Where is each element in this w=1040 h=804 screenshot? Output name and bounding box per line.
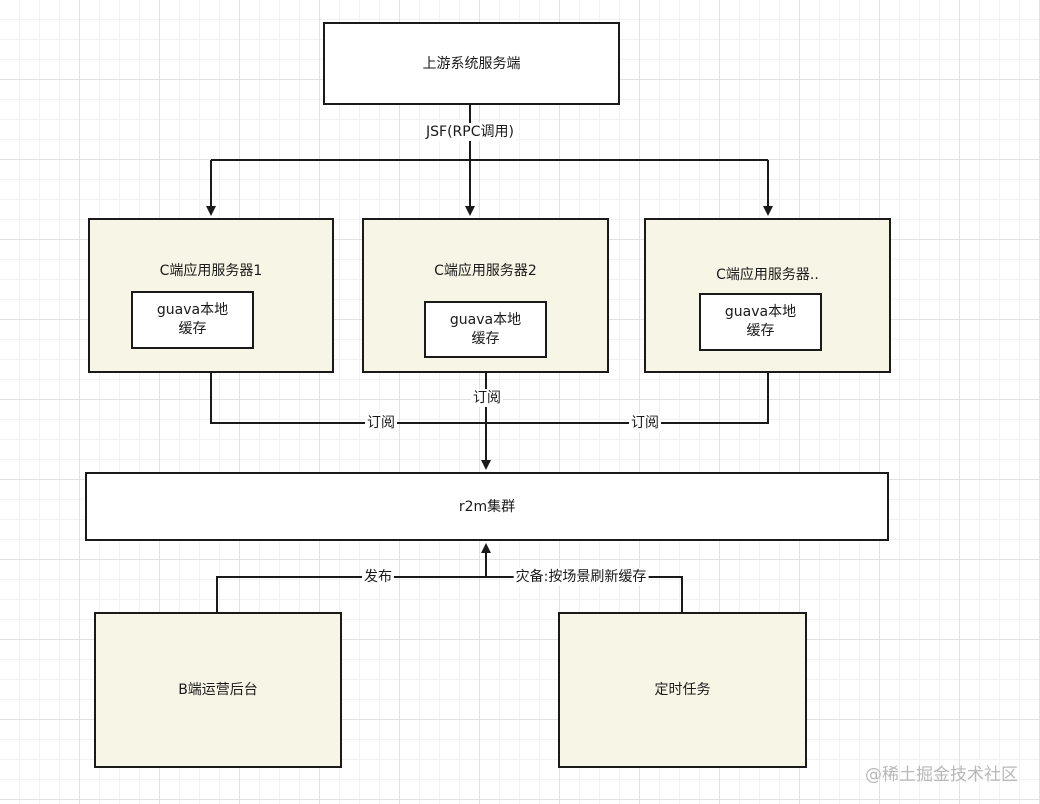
scheduled-task-label: 定时任务 <box>654 682 711 698</box>
rpc-edge-label: JSF(RPC调用) <box>424 123 516 141</box>
server1-cache: guava本地 缓存 <box>131 291 254 349</box>
server1-node: C端应用服务器1 guava本地 缓存 <box>88 218 334 373</box>
upstream-server-node: 上游系统服务端 <box>323 22 620 105</box>
server2-node: C端应用服务器2 guava本地 缓存 <box>362 218 609 373</box>
server3-title: C端应用服务器.. <box>716 267 819 283</box>
subscribe-line-right <box>486 373 769 424</box>
upstream-server-label: 上游系统服务端 <box>422 55 521 72</box>
b-admin-label: B端运营后台 <box>178 682 258 698</box>
scheduled-task-node: 定时任务 <box>558 612 807 768</box>
watermark: @稀土掘金技术社区 <box>865 765 1018 785</box>
r2m-cluster-node: r2m集群 <box>85 472 889 541</box>
subscribe-line-left <box>210 373 486 424</box>
server2-title: C端应用服务器2 <box>434 263 537 279</box>
server3-node: C端应用服务器.. guava本地 缓存 <box>644 218 891 373</box>
publish-edge-label: 发布 <box>362 568 394 586</box>
subscribe-label-right: 订阅 <box>629 414 661 432</box>
publish-line <box>216 576 486 612</box>
server3-cache: guava本地 缓存 <box>699 293 822 351</box>
refresh-edge-label: 灾备:按场景刷新缓存 <box>513 568 649 586</box>
server3-cache-label: guava本地 缓存 <box>724 304 797 339</box>
server1-title: C端应用服务器1 <box>159 263 263 279</box>
subscribe-label-left: 订阅 <box>365 414 397 432</box>
server2-cache-label: guava本地 缓存 <box>449 311 522 347</box>
subscribe-label-middle: 订阅 <box>471 389 503 407</box>
r2m-cluster-label: r2m集群 <box>458 498 516 515</box>
server1-cache-label: guava本地 缓存 <box>156 302 229 337</box>
b-admin-node: B端运营后台 <box>94 612 342 768</box>
server2-cache: guava本地 缓存 <box>424 301 547 358</box>
